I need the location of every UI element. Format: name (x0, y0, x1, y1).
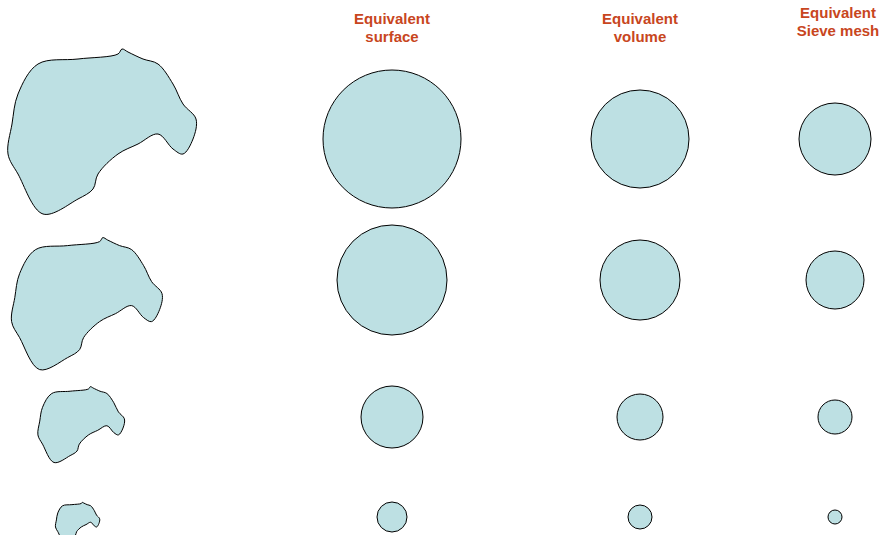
equivalent-circle (818, 400, 852, 434)
column-heading: Equivalent volume (588, 10, 692, 46)
equivalent-circle (361, 386, 423, 448)
equivalent-circle (799, 103, 871, 175)
column-heading: Equivalent surface (340, 10, 444, 46)
particle-shape (38, 387, 125, 463)
column-heading: Equivalent Sieve mesh (786, 4, 890, 40)
particle-shape (8, 49, 197, 214)
particle-shape (55, 502, 99, 535)
equivalent-circle (323, 70, 461, 208)
equivalent-circle (617, 394, 663, 440)
equivalent-circle (806, 251, 864, 309)
equivalent-circle (377, 502, 407, 532)
equivalent-circle (337, 225, 447, 335)
equivalent-circle (628, 505, 652, 529)
equivalent-circle (828, 510, 842, 524)
particle-shape (11, 238, 162, 370)
equivalent-circle (591, 90, 689, 188)
equivalent-circle (600, 240, 680, 320)
